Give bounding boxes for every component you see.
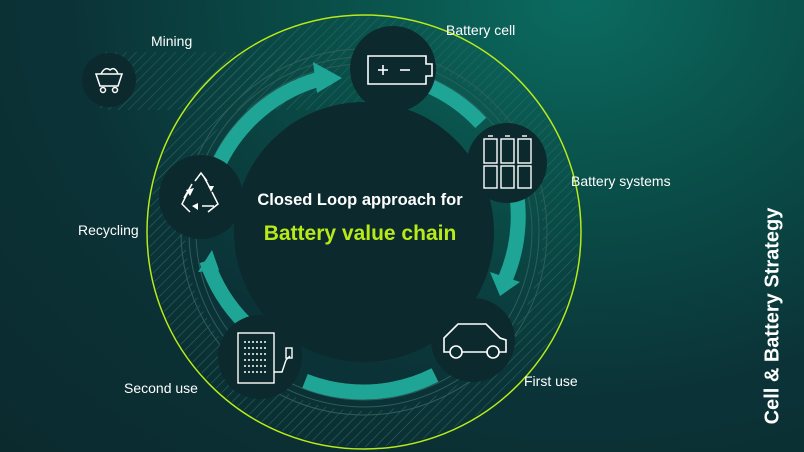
center-title: Closed Loop approach for [257, 191, 463, 209]
car-icon [443, 323, 507, 359]
mining-node [82, 53, 136, 107]
charging-station-icon [237, 332, 293, 384]
battery-cell-icon [367, 55, 433, 85]
arrow-head-to-recycling [198, 250, 219, 272]
label-battery-cell: Battery cell [446, 22, 516, 38]
label-second-use: Second use [124, 380, 198, 396]
center-subtitle: Battery value chain [263, 222, 457, 245]
label-battery-systems: Battery systems [571, 173, 671, 189]
side-title: Cell & Battery Strategy [761, 207, 784, 425]
center-circle [234, 102, 494, 362]
battery-modules-icon [483, 135, 532, 189]
lime-ring [146, 14, 582, 450]
label-recycling: Recycling [78, 222, 139, 238]
second-use-node [218, 315, 302, 399]
battery-cell-node [350, 26, 436, 112]
hatched-ring [149, 17, 579, 447]
arrow-head-to-firstuse [490, 272, 520, 296]
arc-firstuse-to-seconduse [302, 368, 439, 400]
first-use-node [431, 298, 515, 382]
mine-cart-icon [94, 67, 124, 94]
arrow-head-to-cell [313, 62, 342, 93]
recycling-node [159, 155, 243, 239]
battery-systems-node [467, 123, 547, 203]
label-first-use: First use [524, 373, 578, 389]
label-mining: Mining [151, 33, 193, 49]
recycle-icon [181, 171, 219, 213]
